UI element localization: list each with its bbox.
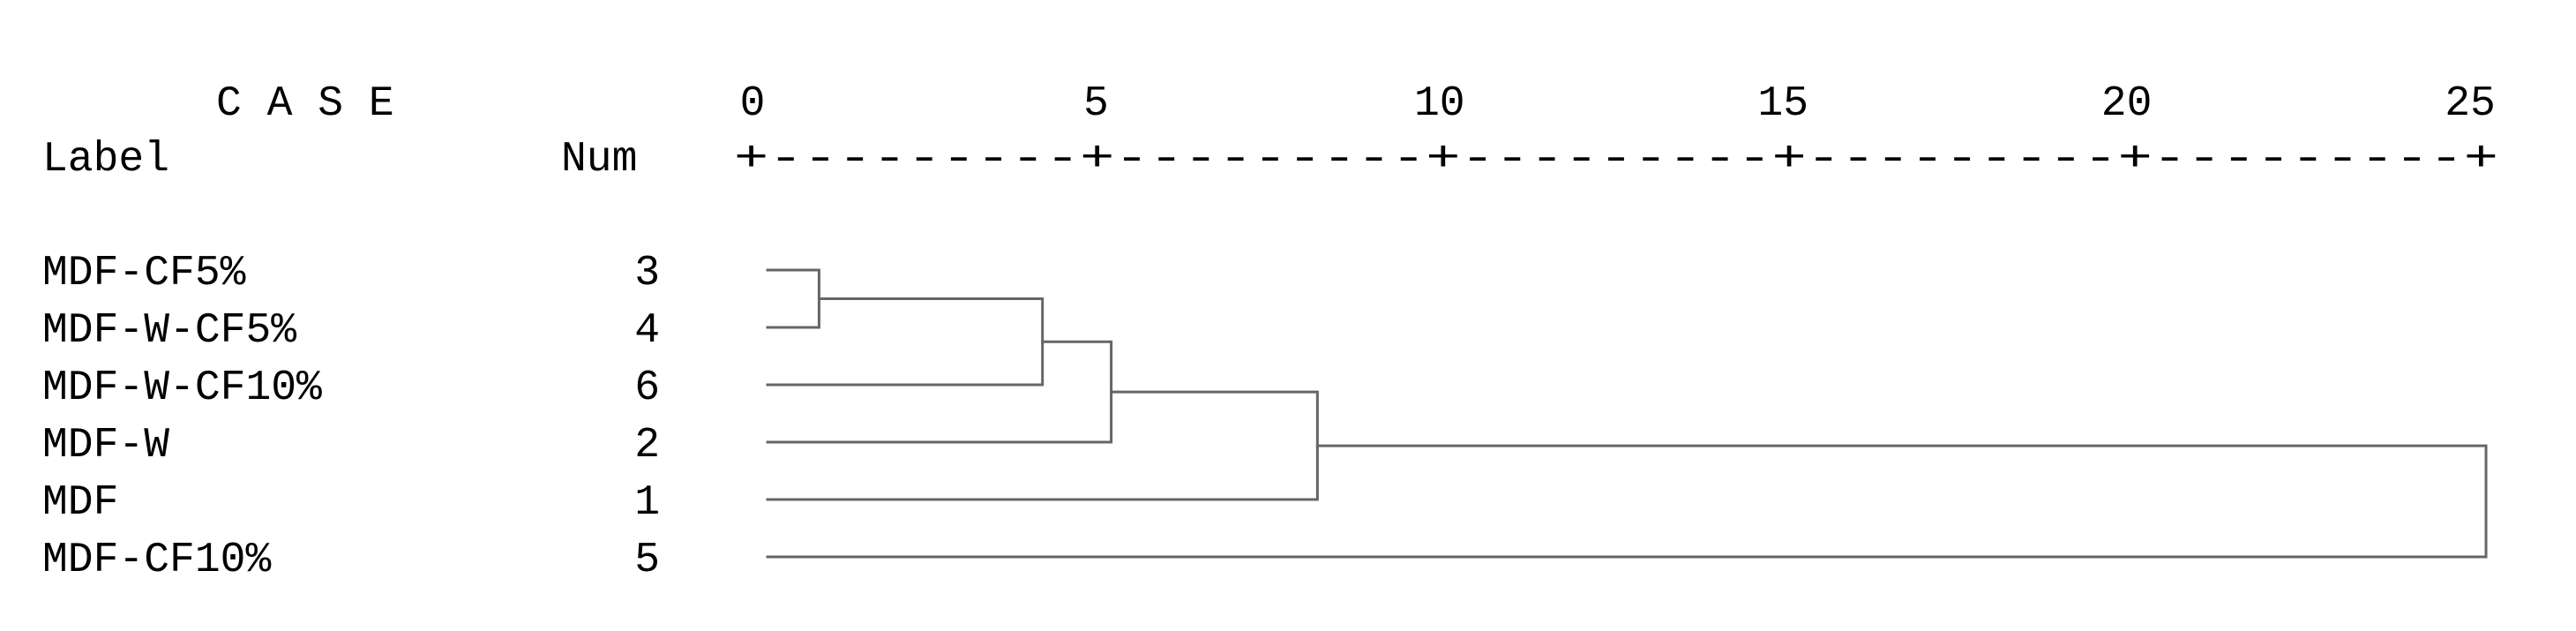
dendrogram-branch xyxy=(766,268,820,329)
case-label: MDF-CF10% xyxy=(42,537,271,584)
case-number: 1 xyxy=(634,479,660,527)
case-number: 6 xyxy=(634,364,660,412)
case-label: MDF xyxy=(42,479,118,527)
axis-tick-labels: 0 5 10 15 20 25 xyxy=(740,80,2496,128)
case-label: MDF-W-CF10% xyxy=(42,364,322,412)
case-title: C A S E xyxy=(216,80,394,128)
num-heading: Num xyxy=(561,136,637,184)
dendrogram-branches xyxy=(766,268,2488,559)
axis-tick-label: 20 xyxy=(2101,80,2153,128)
case-number: 3 xyxy=(634,250,660,297)
axis-tick-label: 10 xyxy=(1414,80,1465,128)
axis-tick-label: 15 xyxy=(1757,80,1808,128)
axis-tick-label: 5 xyxy=(1083,80,1109,128)
axis-tick-label: 0 xyxy=(740,80,766,128)
dendrogram-branch xyxy=(766,297,1045,387)
dendrogram-branch xyxy=(766,390,1319,501)
case-label: MDF-W xyxy=(42,422,169,469)
case-number: 2 xyxy=(634,422,660,469)
dendrogram-branch xyxy=(766,444,2488,559)
dendrogram-branch xyxy=(766,340,1113,444)
case-number: 5 xyxy=(634,537,660,584)
axis-tick-label: 25 xyxy=(2445,80,2496,128)
case-label: MDF-CF5% xyxy=(42,250,246,297)
case-label: MDF-W-CF5% xyxy=(42,307,296,355)
label-heading: Label xyxy=(42,136,169,184)
axis-ruler: +---------+---------+---------+---------… xyxy=(734,136,2498,184)
case-number: 4 xyxy=(634,307,660,355)
